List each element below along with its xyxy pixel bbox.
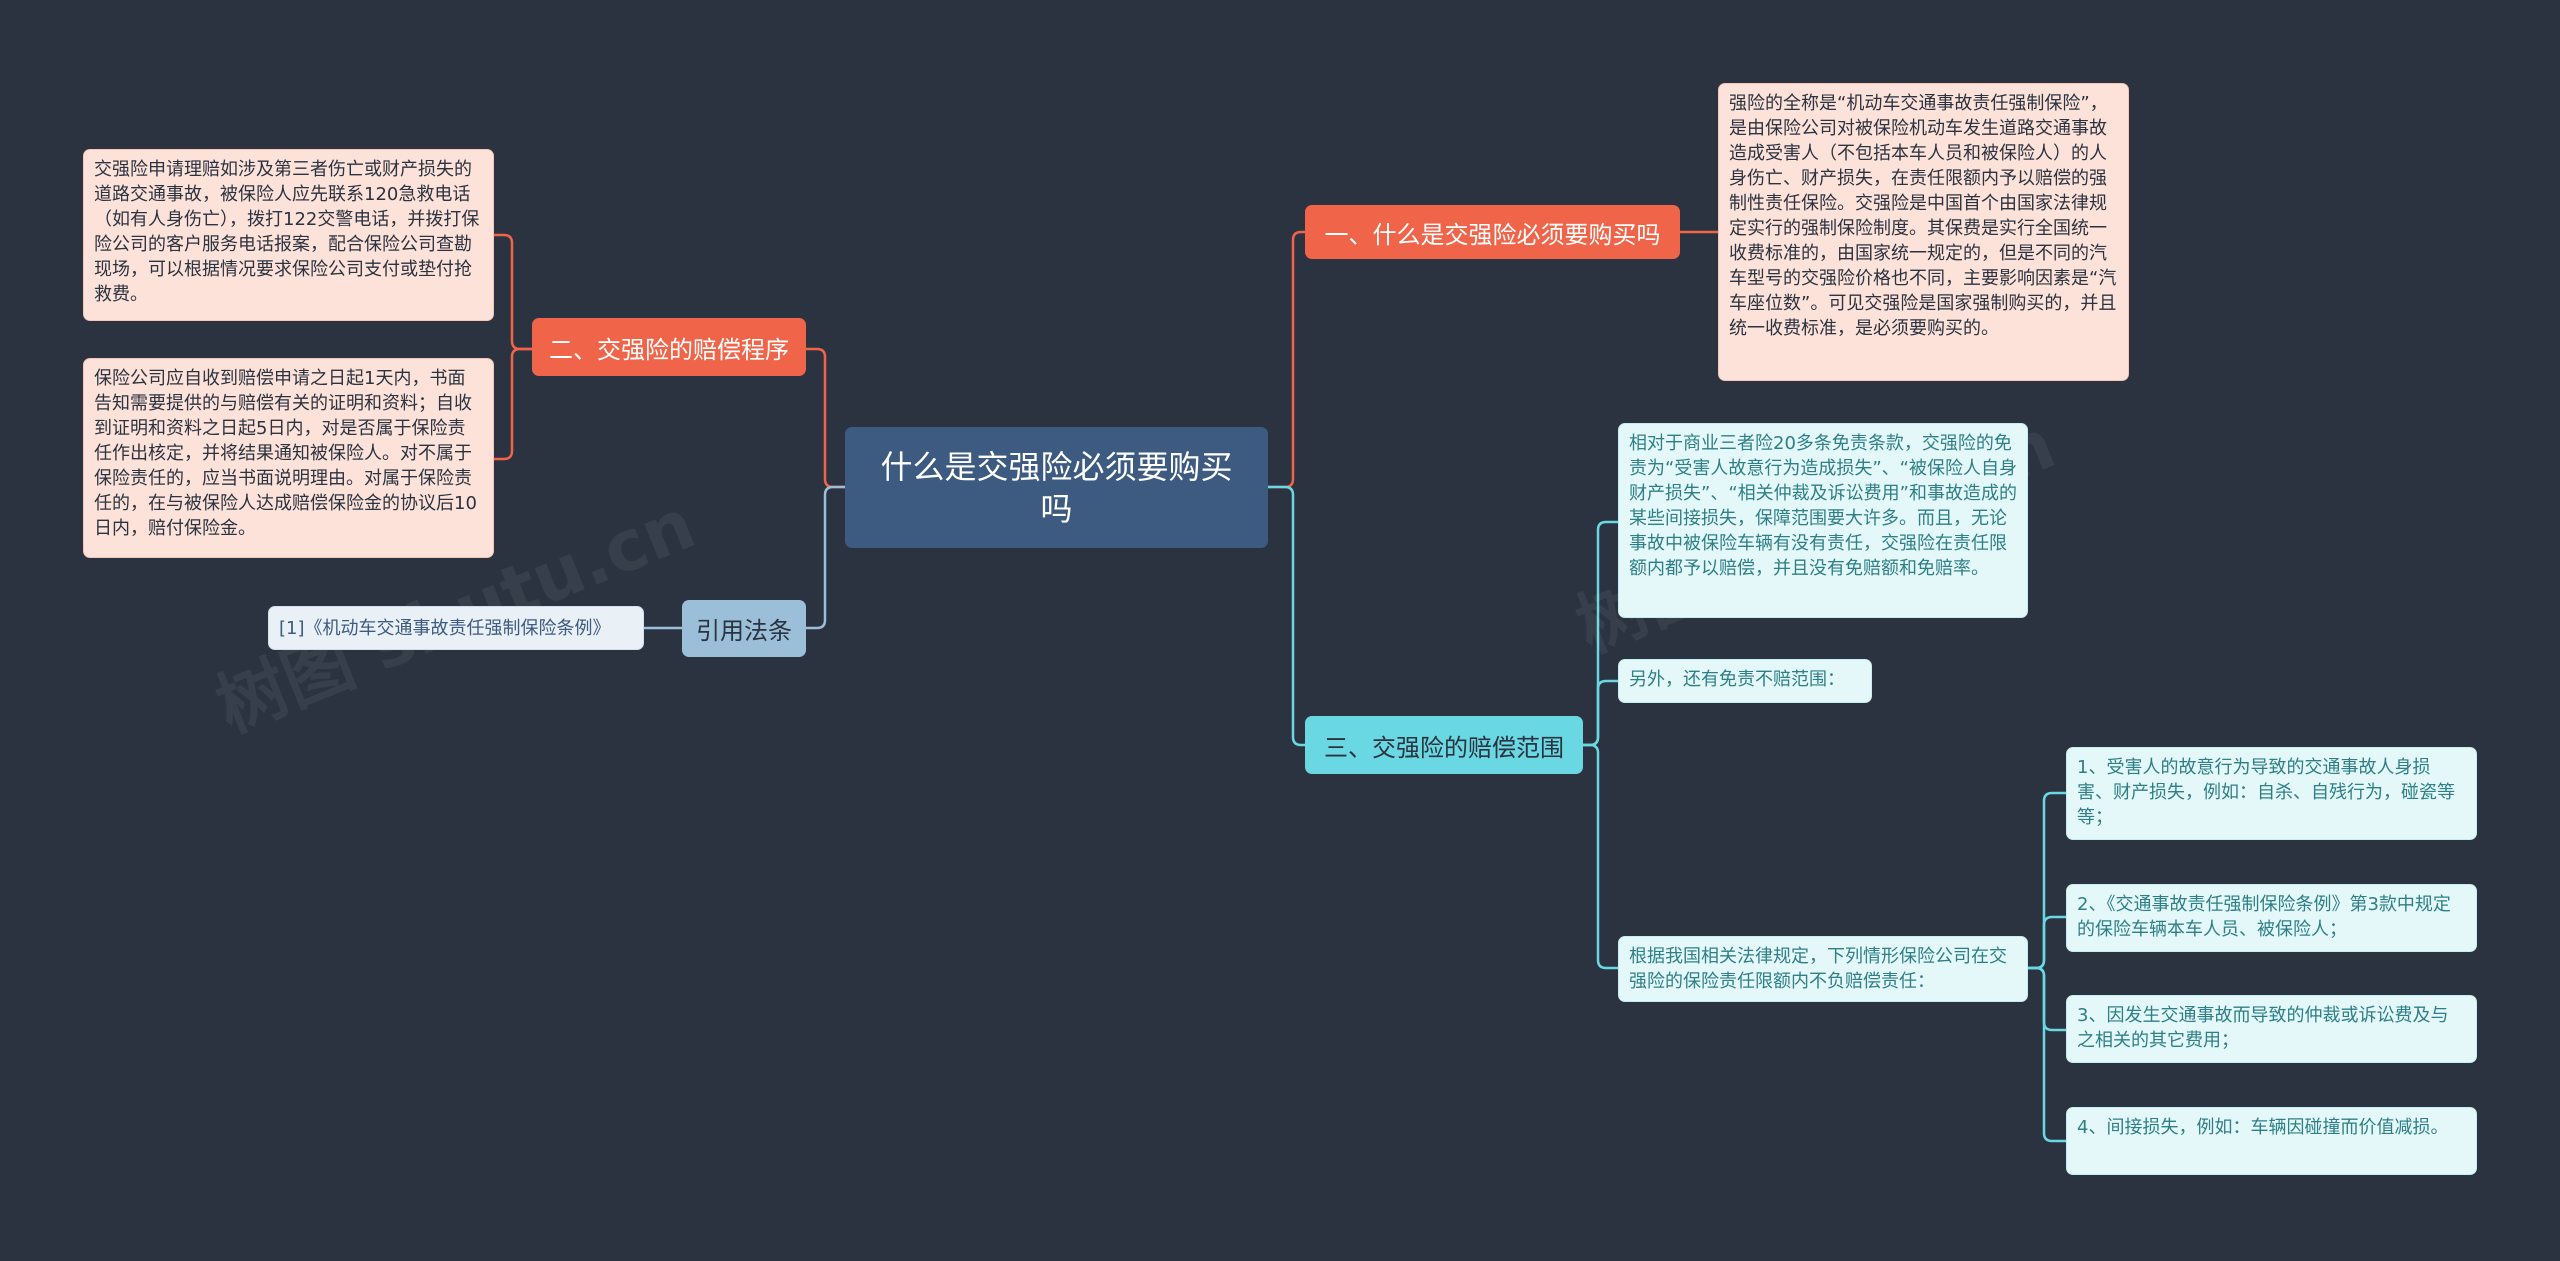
link-center-b2 — [806, 347, 845, 489]
note-text: 根据我国相关法律规定，下列情形保险公司在交强险的保险责任限额内不负赔偿责任： — [1629, 946, 2007, 992]
central-topic[interactable]: 什么是交强险必须要购买吗 — [845, 427, 1268, 548]
note-exemption-comparison[interactable]: 相对于商业三者险20多条免责条款，交强险的免责为“受害人故意行为造成损失”、“被… — [1618, 423, 2028, 618]
branch-label: 引用法条 — [696, 617, 792, 645]
link-center-b3 — [1268, 485, 1305, 747]
item-text: 3、因发生交通事故而导致的仲裁或诉讼费及与之相关的其它费用； — [2077, 1005, 2449, 1051]
link-center-b4 — [806, 485, 845, 630]
item-text: 4、间接损失，例如：车辆因碰撞而价值减损。 — [2077, 1117, 2449, 1138]
note-text: 交强险申请理赔如涉及第三者伤亡或财产损失的道路交通事故，被保险人应先联系120急… — [94, 159, 480, 305]
note-definition[interactable]: 强险的全称是“机动车交通事故责任强制保险”，是由保险公司对被保险机动车发生道路交… — [1718, 83, 2129, 381]
branch-compensation-scope[interactable]: 三、交强险的赔偿范围 — [1305, 716, 1583, 774]
link-center-b1 — [1268, 230, 1305, 489]
exemption-item-2[interactable]: 2、《交通事故责任强制保险条例》第3款中规定的保险车辆本车人员、被保险人； — [2066, 884, 2477, 952]
branch-what-is-compulsory-insurance[interactable]: 一、什么是交强险必须要购买吗 — [1305, 205, 1680, 259]
link-b3-note1 — [1583, 520, 1618, 747]
note-text: 保险公司应自收到赔偿申请之日起1天内，书面告知需要提供的与赔偿有关的证明和资料；… — [94, 368, 477, 539]
link-note3-item2 — [2028, 915, 2066, 970]
note-text: 相对于商业三者险20多条免责条款，交强险的免责为“受害人故意行为造成损失”、“被… — [1629, 433, 2017, 579]
note-text: 强险的全称是“机动车交通事故责任强制保险”，是由保险公司对被保险机动车发生道路交… — [1729, 93, 2117, 339]
link-b3-note2 — [1583, 679, 1618, 747]
link-b2-note2 — [494, 347, 532, 461]
central-topic-label: 什么是交强险必须要购买吗 — [880, 447, 1233, 528]
link-note3-item4 — [2028, 966, 2066, 1143]
link-note3-item3 — [2028, 966, 2066, 1032]
item-text: 2、《交通事故责任强制保险条例》第3款中规定的保险车辆本车人员、被保险人； — [2077, 894, 2451, 940]
reference-link[interactable]: [1]《机动车交通事故责任强制保险条例》 — [268, 606, 644, 650]
reference-text: [1]《机动车交通事故责任强制保险条例》 — [279, 617, 611, 639]
branch-label: 三、交强险的赔偿范围 — [1324, 733, 1564, 762]
exemption-item-1[interactable]: 1、受害人的故意行为导致的交通事故人身损害、财产损失，例如：自杀、自残行为，碰瓷… — [2066, 747, 2477, 840]
note-claim-step-1[interactable]: 交强险申请理赔如涉及第三者伤亡或财产损失的道路交通事故，被保险人应先联系120急… — [83, 149, 494, 321]
note-claim-step-2[interactable]: 保险公司应自收到赔偿申请之日起1天内，书面告知需要提供的与赔偿有关的证明和资料；… — [83, 358, 494, 558]
note-legal-basis[interactable]: 根据我国相关法律规定，下列情形保险公司在交强险的保险责任限额内不负赔偿责任： — [1618, 936, 2028, 1002]
exemption-item-4[interactable]: 4、间接损失，例如：车辆因碰撞而价值减损。 — [2066, 1107, 2477, 1175]
branch-label: 一、什么是交强险必须要购买吗 — [1324, 220, 1661, 249]
exemption-item-3[interactable]: 3、因发生交通事故而导致的仲裁或诉讼费及与之相关的其它费用； — [2066, 995, 2477, 1063]
branch-cited-law[interactable]: 引用法条 — [682, 600, 806, 657]
link-b2-note1 — [494, 233, 532, 351]
note-text: 另外，还有免责不赔范围： — [1629, 669, 1845, 690]
branch-label: 二、交强险的赔偿程序 — [549, 335, 789, 364]
item-text: 1、受害人的故意行为导致的交通事故人身损害、财产损失，例如：自杀、自残行为，碰瓷… — [2077, 757, 2455, 828]
note-other-exemptions[interactable]: 另外，还有免责不赔范围： — [1618, 659, 1872, 703]
link-b3-note3 — [1583, 743, 1618, 970]
link-note3-item1 — [2028, 791, 2066, 970]
branch-claim-procedure[interactable]: 二、交强险的赔偿程序 — [532, 318, 806, 376]
